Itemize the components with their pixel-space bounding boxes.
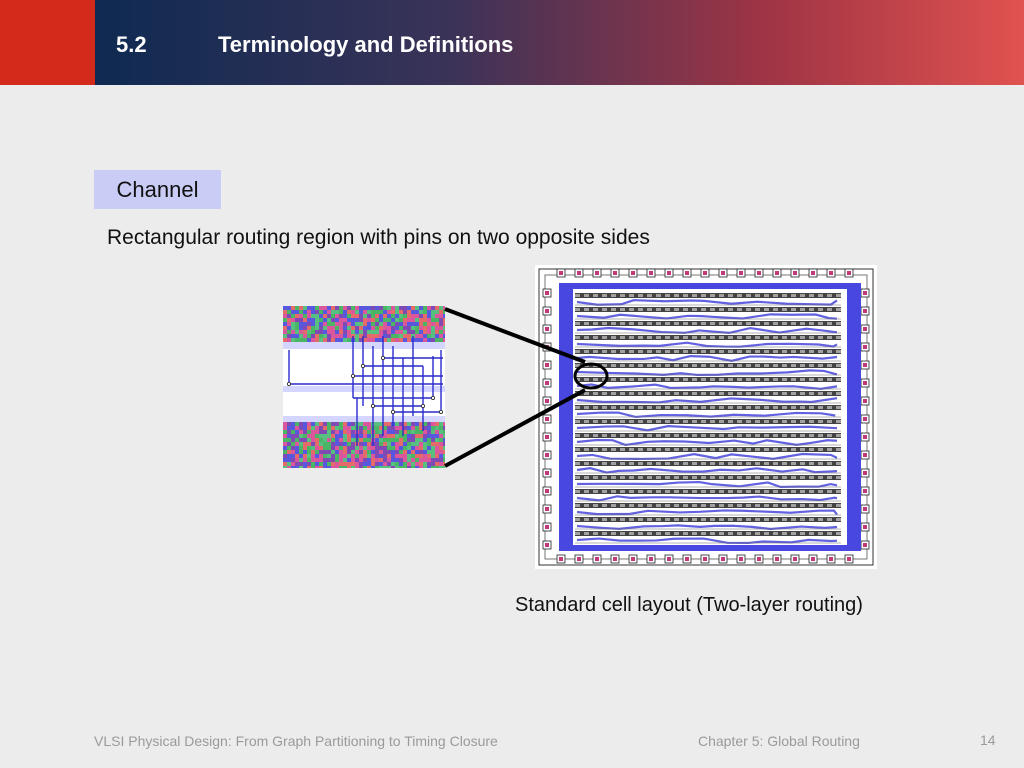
- header-accent-block: [0, 0, 95, 85]
- standard-cell-layout-image: [535, 265, 877, 569]
- page-number: 14: [980, 732, 996, 748]
- section-title: Terminology and Definitions: [218, 32, 514, 57]
- channel-zoom-image: [283, 306, 445, 468]
- header-bar: [95, 0, 1024, 85]
- term-label: Channel: [94, 170, 221, 209]
- footer-book-title: VLSI Physical Design: From Graph Partiti…: [94, 733, 498, 749]
- term-definition: Rectangular routing region with pins on …: [107, 226, 650, 249]
- figure-caption: Standard cell layout (Two-layer routing): [515, 594, 863, 616]
- section-number: 5.2: [116, 32, 147, 57]
- slide-header: 5.2 Terminology and Definitions: [0, 0, 1024, 85]
- footer-chapter: Chapter 5: Global Routing: [698, 733, 860, 749]
